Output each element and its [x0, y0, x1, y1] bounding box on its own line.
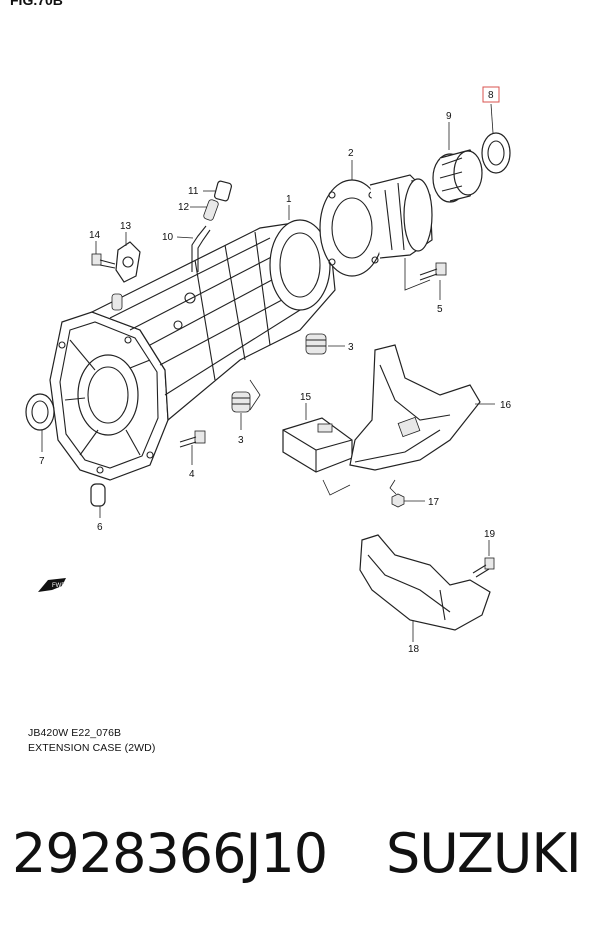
breather-pipe-part-10[interactable] — [191, 225, 211, 272]
breather-hose-part-12[interactable] — [203, 199, 219, 221]
bracket-part-13[interactable] — [115, 241, 141, 283]
bolt-part-19[interactable] — [472, 557, 495, 578]
callout-11: 11 — [188, 186, 199, 197]
brand-name: SUZUKI — [386, 822, 582, 885]
plug-part-3-lower[interactable] — [231, 391, 251, 413]
extension-case-part-1[interactable] — [49, 219, 336, 481]
fwd-label: FWD — [52, 583, 66, 589]
bolt-part-5[interactable] — [419, 262, 447, 281]
forward-arrow-icon: FWD — [38, 578, 66, 592]
callout-1: 1 — [286, 194, 292, 205]
product-footer — [0, 780, 600, 932]
callout-8-highlight-box — [482, 86, 500, 103]
diagram-name: EXTENSION CASE (2WD) — [28, 742, 156, 754]
exploded-parts-diagram: FWD 1 2 3 3 4 5 6 7 — [25, 86, 512, 655]
callout-3b: 3 — [238, 435, 244, 446]
callout-2: 2 — [348, 148, 354, 159]
callout-13: 13 — [120, 221, 132, 232]
bracket-part-16[interactable] — [349, 344, 481, 471]
callout-4: 4 — [189, 469, 195, 480]
callout-9: 9 — [446, 111, 452, 122]
dowel-pin-part-6[interactable] — [90, 483, 106, 507]
callout-5: 5 — [437, 304, 443, 315]
callout-15: 15 — [300, 392, 312, 403]
callout-6: 6 — [97, 522, 103, 533]
callout-8: 8 — [488, 90, 494, 101]
oil-seal-part-7[interactable] — [25, 393, 55, 431]
callout-19: 19 — [484, 529, 496, 540]
callout-10: 10 — [162, 232, 174, 243]
callout-12: 12 — [178, 202, 190, 213]
callout-labels: 1 2 3 3 4 5 6 7 8 9 10 11 12 13 14 15 16… — [39, 86, 512, 655]
extension-housing-part-2[interactable] — [319, 174, 433, 277]
bolt-part-14[interactable] — [91, 253, 116, 269]
callout-18: 18 — [408, 644, 420, 655]
diagram-code: JB420W E22_076B — [28, 727, 122, 739]
part-number: 2928366J10 — [12, 822, 328, 885]
control-unit-part-15[interactable] — [282, 417, 353, 473]
callout-17: 17 — [428, 497, 440, 508]
breather-cap-part-11[interactable] — [213, 180, 233, 202]
callout-14: 14 — [89, 230, 101, 241]
leader-lines — [41, 103, 495, 642]
bolt-part-4[interactable] — [179, 430, 206, 448]
plug-part-3-upper[interactable] — [305, 333, 327, 355]
needle-bearing-part-9[interactable] — [432, 149, 483, 203]
oil-seal-part-8[interactable] — [481, 132, 511, 174]
skid-plate-part-18[interactable] — [359, 534, 491, 631]
callout-16: 16 — [500, 400, 512, 411]
figure-title: FIG.70B — [10, 0, 63, 8]
callout-3a: 3 — [348, 342, 354, 353]
nut-part-17[interactable] — [391, 493, 405, 508]
callout-7: 7 — [39, 456, 45, 467]
